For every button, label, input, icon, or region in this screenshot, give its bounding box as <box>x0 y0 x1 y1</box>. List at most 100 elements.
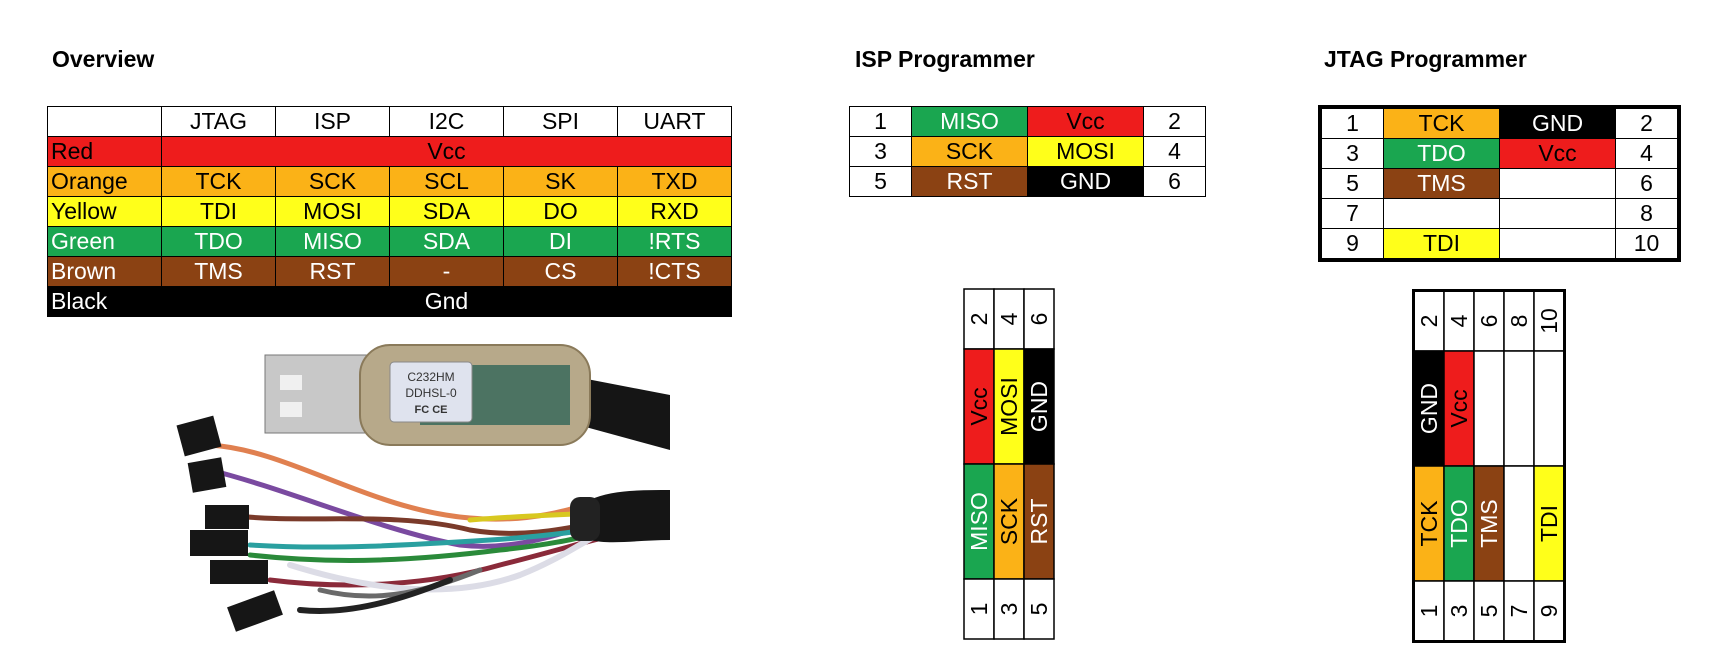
signal-cell: SK <box>503 166 618 197</box>
pin-number-cell <box>1473 580 1505 642</box>
jtag-heading: JTAG Programmer <box>1324 46 1527 72</box>
pin-signal: GND <box>1499 106 1616 139</box>
pin-signal-cell <box>1023 348 1055 465</box>
signal-cell: Vcc <box>161 136 732 167</box>
pin-signal: MOSI <box>1027 136 1144 167</box>
pin-number: 5 <box>1476 605 1502 618</box>
pin-signal-cell <box>1503 350 1535 467</box>
column-header <box>47 106 162 137</box>
pin-number: 2 <box>1615 106 1680 139</box>
pin-signal-cell <box>1413 350 1445 467</box>
signal-cell: TMS <box>161 256 276 287</box>
pin-signal: SCK <box>996 497 1022 545</box>
column-header: I2C <box>389 106 504 137</box>
jumper-connector <box>205 505 249 529</box>
pin-signal: GND <box>1026 381 1052 432</box>
pin-number: 10 <box>1615 228 1680 261</box>
grey-wire <box>317 567 483 599</box>
signal-cell: RXD <box>617 196 732 227</box>
signal-cell: TXD <box>617 166 732 197</box>
jumper-connector <box>190 530 248 556</box>
column-header: UART <box>617 106 732 137</box>
pin-number: 7 <box>1319 198 1384 229</box>
pin-signal <box>1383 198 1500 229</box>
overview-heading: Overview <box>52 46 155 72</box>
pin-number: 4 <box>1143 136 1206 167</box>
pin-number: 6 <box>1026 313 1052 326</box>
pin-number: 1 <box>849 106 912 137</box>
wire-color-label: Yellow <box>47 196 162 227</box>
pin-number: 3 <box>1319 138 1384 169</box>
usb-cable-photo: C232HM DDHSL-0 FC CE <box>176 344 670 632</box>
signal-cell: TCK <box>161 166 276 197</box>
signal-cell: Gnd <box>161 286 732 317</box>
brown-wire <box>227 512 613 536</box>
pin-number: 1 <box>966 603 992 616</box>
pin-signal: TMS <box>1383 168 1500 199</box>
pin-number: 2 <box>1416 315 1442 328</box>
pin-number: 9 <box>1536 605 1562 618</box>
jumper-connector <box>187 457 227 493</box>
pin-number: 6 <box>1143 166 1206 197</box>
pin-signal <box>1499 228 1616 261</box>
pin-signal-cell <box>1503 465 1535 582</box>
pin-signal: TDO <box>1383 138 1500 169</box>
isp-heading: ISP Programmer <box>855 46 1035 72</box>
pin-signal-cell <box>1443 465 1475 582</box>
cable-label-line-2: DDHSL-0 <box>405 386 457 400</box>
signal-cell: !CTS <box>617 256 732 287</box>
signal-cell: MOSI <box>275 196 390 227</box>
pin-number: 2 <box>966 313 992 326</box>
pin-signal: MOSI <box>996 377 1022 436</box>
signal-cell: SCL <box>389 166 504 197</box>
column-header: SPI <box>503 106 618 137</box>
pin-signal: TDI <box>1383 228 1500 261</box>
column-header: ISP <box>275 106 390 137</box>
pin-number: 6 <box>1615 168 1680 199</box>
pin-number: 8 <box>1615 198 1680 229</box>
signal-cell: TDO <box>161 226 276 257</box>
pin-number: 10 <box>1536 308 1562 334</box>
pin-signal <box>1499 198 1616 229</box>
cable-sleeve <box>590 490 670 543</box>
pin-number: 5 <box>849 166 912 197</box>
cable-label <box>389 361 473 423</box>
jumper-connector <box>227 590 283 632</box>
pin-signal: TDO <box>1446 499 1472 548</box>
pin-signal: RST <box>1026 499 1052 545</box>
signal-cell: - <box>389 256 504 287</box>
pin-number: 2 <box>1143 106 1206 137</box>
cable-label-line-1: C232HM <box>407 370 454 384</box>
pin-signal: TCK <box>1383 106 1500 139</box>
wire-color-label: Brown <box>47 256 162 287</box>
pin-signal: MISO <box>911 106 1028 137</box>
pin-number-cell <box>1443 290 1475 352</box>
pin-number: 3 <box>849 136 912 167</box>
pin-number: 4 <box>1446 314 1472 327</box>
pin-signal-cell <box>993 348 1025 465</box>
pin-number: 3 <box>1446 605 1472 618</box>
pin-signal-cell <box>1473 465 1505 582</box>
pin-signal-cell <box>1023 463 1055 580</box>
pin-number-cell <box>963 288 995 350</box>
jumper-connector <box>176 415 222 457</box>
signal-cell: SDA <box>389 196 504 227</box>
pin-signal: Vcc <box>966 387 992 425</box>
signal-cell: !RTS <box>617 226 732 257</box>
pin-number: 4 <box>996 312 1022 325</box>
pin-number: 1 <box>1416 605 1442 618</box>
